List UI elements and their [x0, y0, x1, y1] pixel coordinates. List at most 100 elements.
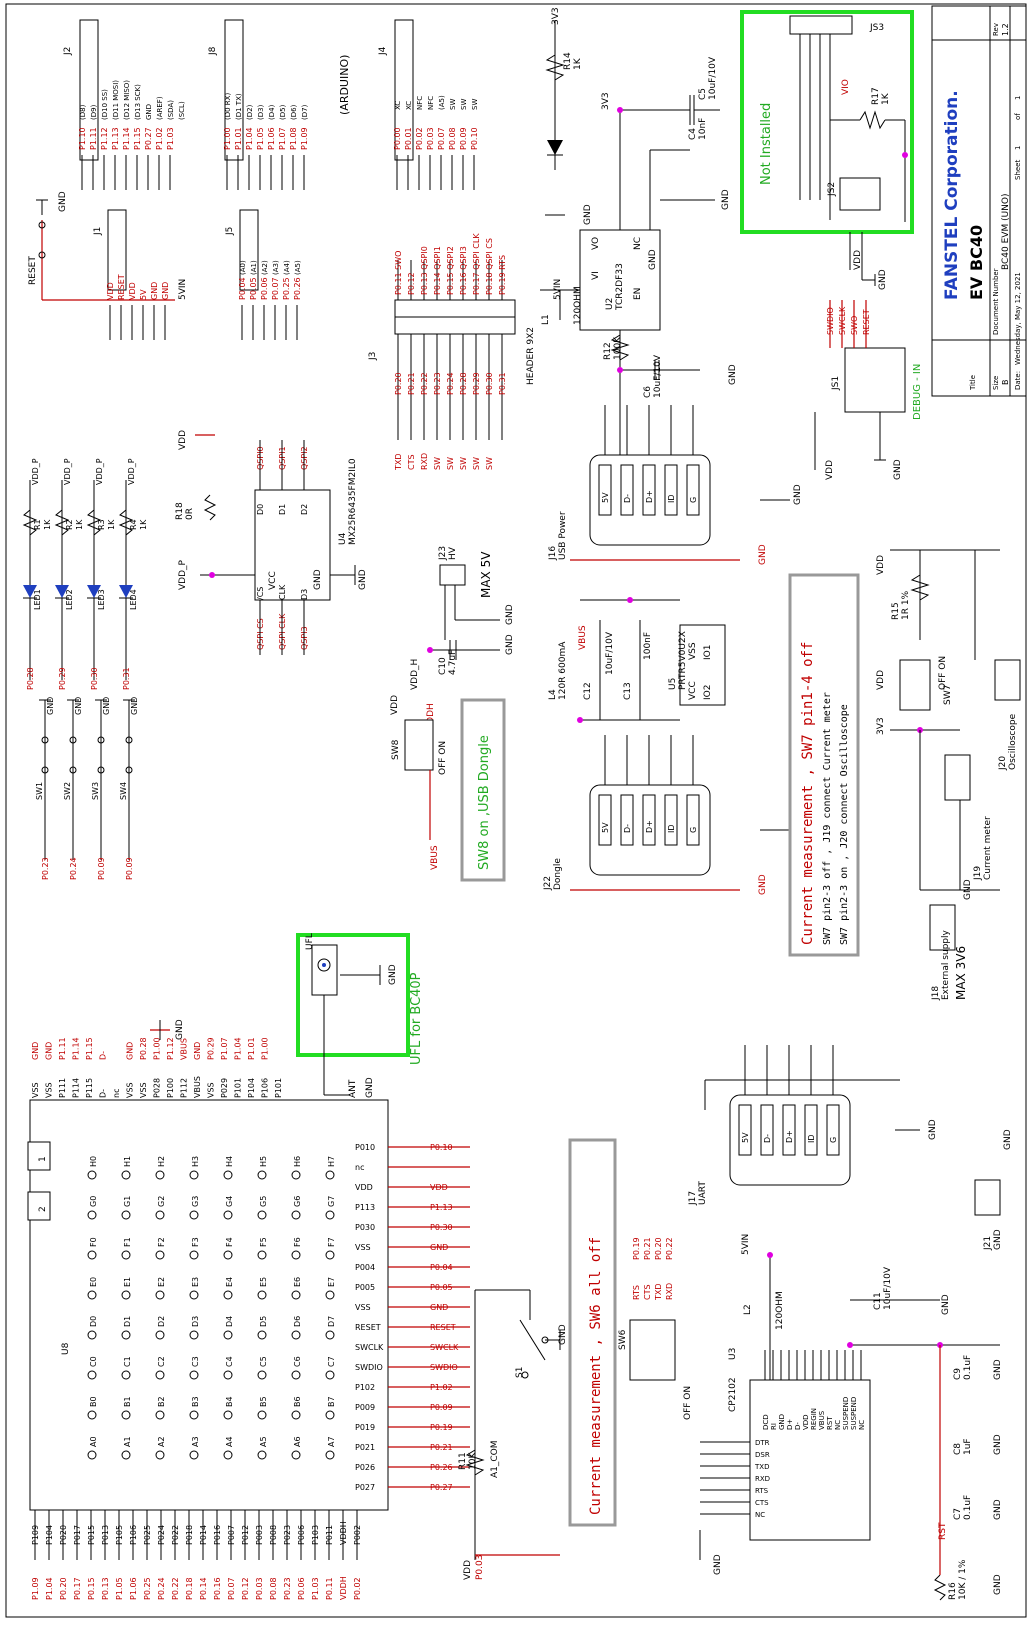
u8-pad: A0	[89, 1436, 98, 1447]
u8-pad: F5	[259, 1237, 268, 1247]
user-switches: GNDSW1P0.23GNDSW2P0.24GNDSW3P0.09GNDSW4P…	[35, 697, 139, 880]
u4-ref: U4	[338, 532, 348, 545]
u8-bottom-net: P0.12	[241, 1577, 250, 1600]
u8-pad: E0	[89, 1277, 98, 1287]
u8-pad: C4	[225, 1356, 234, 1367]
u8-pad: A7	[327, 1436, 336, 1447]
svg-text:2: 2	[38, 1206, 48, 1212]
u8-top-pin: P114	[72, 1078, 81, 1098]
j4-pin-alt: (A5)	[438, 95, 446, 110]
j21-connector	[974, 1179, 1001, 1216]
j4-ref: J4	[378, 46, 388, 56]
u8-pad: A2	[157, 1436, 166, 1447]
u3-left-pin: VDD	[802, 1414, 810, 1430]
r11-resistor	[465, 1449, 485, 1476]
title-label: Title	[969, 375, 977, 391]
u8-pad: B5	[259, 1396, 268, 1407]
u8-pad: C7	[327, 1356, 336, 1367]
u3-value: CP2102	[728, 1377, 738, 1412]
sw7-note-line1: SW7 pin2-3 off , J19 connect Current met…	[822, 692, 833, 945]
sw6-net: RTS	[632, 1285, 641, 1300]
u8-pad: A4	[225, 1436, 234, 1447]
u8-right-pin: P009	[355, 1403, 375, 1412]
u8-bottom-net: P0.25	[143, 1577, 152, 1600]
u3-left-pin: NC	[858, 1420, 866, 1430]
gnd-net-c10: GND	[505, 634, 515, 655]
u8-right-pin: P021	[355, 1443, 375, 1452]
u8-top-pin: VSS	[207, 1082, 216, 1098]
j17-pin: 5V	[741, 1132, 750, 1143]
j22-pin: 5V	[601, 822, 610, 833]
j5-pin-alt: (A3)	[272, 260, 280, 275]
j17-pin: G	[829, 1137, 838, 1143]
j4-pin-net: P0.00	[393, 127, 402, 150]
ufl-note: UFL for BC40P	[409, 972, 424, 1065]
u8-pad: D4	[225, 1316, 234, 1327]
u8-pad: F4	[225, 1237, 234, 1247]
j3-type: HEADER 9X2	[526, 327, 536, 385]
led-resistor-value: 1K	[107, 519, 116, 530]
led-ref: LED4	[129, 589, 138, 610]
js3-ref: JS3	[869, 23, 884, 33]
u8-right-pin: P026	[355, 1463, 375, 1472]
vdd-net-sw8: VDD	[390, 695, 400, 715]
u3-left-pin: NC	[834, 1420, 842, 1430]
u8-pad: H0	[89, 1156, 98, 1167]
r12-resistor	[610, 334, 630, 361]
date-label: Date:	[1014, 371, 1022, 390]
u8-bottom-net: P1.03	[311, 1577, 320, 1600]
u8-pad: B7	[327, 1396, 336, 1407]
switch-gnd-net: GND	[74, 697, 83, 715]
external-supply: External supply	[941, 929, 951, 1000]
u8-bottom-net: P0.18	[185, 1577, 194, 1600]
j4-pin-net: P0.07	[437, 127, 446, 150]
u8-ref: U8	[61, 1342, 71, 1355]
u8-top-pin: P104	[247, 1078, 256, 1098]
switch-ref: SW3	[91, 782, 100, 800]
j5-pin-net: P0.25	[282, 277, 291, 300]
led-resistor-ref: R4	[129, 519, 138, 530]
u8-pad: E3	[191, 1277, 200, 1287]
j19-type: Current meter	[983, 816, 993, 880]
switch-net: P0.09	[125, 857, 134, 880]
j3-pin-alt: SW	[485, 457, 494, 470]
j2-pin-alt: (D13 SCK)	[134, 84, 142, 120]
u8-pad: C1	[123, 1356, 132, 1367]
max3v6-note: MAX 3V6	[954, 946, 968, 1000]
j4-pin-alt: NFC	[427, 96, 435, 110]
switch-net: P0.24	[69, 857, 78, 880]
svg-text:VCC: VCC	[268, 571, 278, 590]
j3-pin-alt: SW	[472, 457, 481, 470]
j8-pin-alt: (D2)	[246, 104, 254, 120]
3v3-net-u2: 3V3	[601, 92, 611, 110]
j2-pin-alt: GND	[145, 104, 153, 120]
led-net: P0.31	[122, 667, 131, 690]
switch-net: P0.23	[41, 857, 50, 880]
gnd-net-j21: GND	[1003, 1129, 1013, 1150]
u3-left-pin: SUSPEND	[850, 1397, 858, 1430]
sw7-note-title: Current measurement , SW7 pin1-4 off	[800, 642, 816, 945]
u2-ref: U2	[605, 298, 615, 310]
sw7-note-box: Current measurement , SW7 pin1-4 off SW7…	[788, 573, 860, 957]
j20-connector	[994, 659, 1021, 701]
gnd-net-led: GND	[583, 204, 593, 225]
gnd-net-c11: GND	[941, 1294, 951, 1315]
gnd-net-j16: GND	[793, 484, 803, 505]
j8-ref: J8	[208, 46, 218, 56]
reset-ref: RESET	[28, 256, 38, 285]
rev-value: 1.2	[1001, 23, 1010, 36]
j1-pin-net: GND	[161, 282, 170, 300]
u3-right-pin: CTS	[755, 1499, 769, 1507]
u8-right-pin: VSS	[355, 1243, 371, 1252]
u8-top-pin: D-	[99, 1089, 108, 1098]
rst-net: RST	[938, 1522, 948, 1540]
u8-right-pin: P030	[355, 1223, 375, 1232]
u4-right-pin: D2	[300, 504, 309, 515]
u3-left-pin: GND	[778, 1414, 786, 1430]
u8-top-net: P1.01	[247, 1037, 256, 1060]
gnd-net-u8-top: GND	[175, 1019, 185, 1040]
js2-header	[839, 177, 881, 211]
